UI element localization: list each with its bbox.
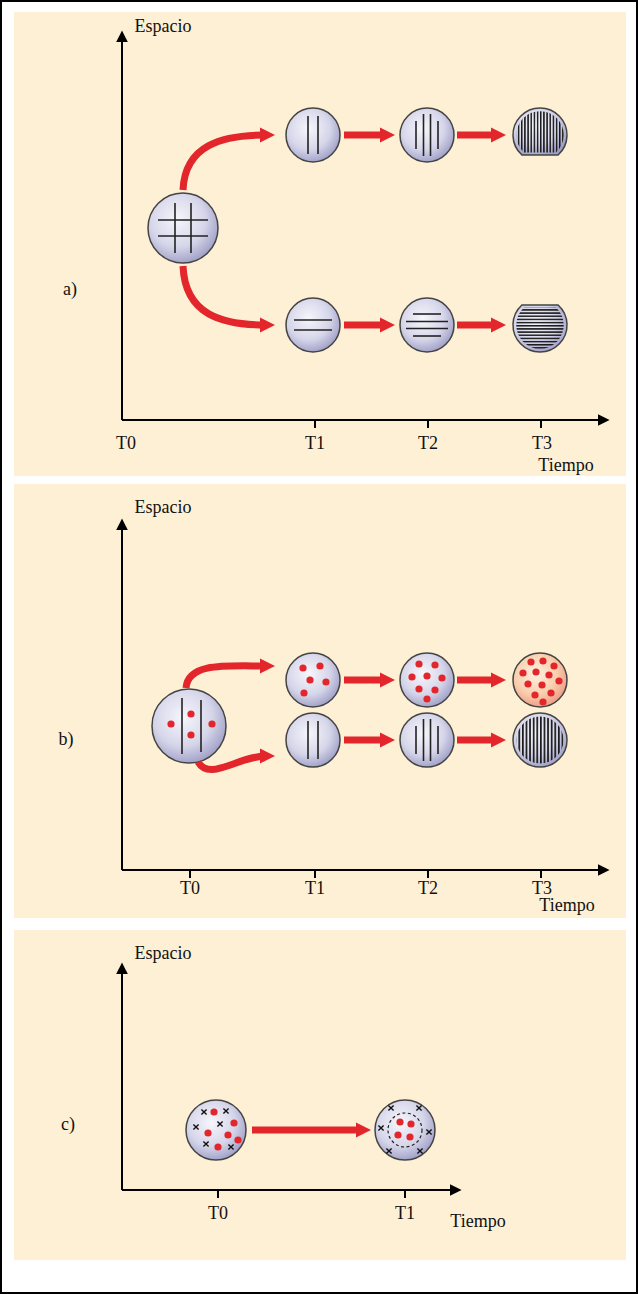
diagram-panel: Espacio a) T0 T1 T2 T3Tiempo (14, 12, 626, 476)
red-arrows (252, 1127, 362, 1134)
axis-title: Tiempo (539, 896, 594, 916)
wafer-striped (513, 305, 567, 352)
wafer-vertical (286, 713, 340, 767)
wafer-vertical (286, 108, 340, 162)
wafer-horizontal (400, 298, 454, 352)
axes (122, 972, 452, 1198)
wafer-lines-dots (152, 689, 226, 763)
tick-label: T1 (305, 434, 325, 454)
axis-title: Espacio (135, 498, 192, 518)
tick-label: T0 (116, 434, 136, 454)
axis-title: Espacio (135, 944, 192, 964)
wafer-vertical (400, 713, 454, 767)
panel-letter: c) (61, 1115, 75, 1135)
axes (122, 528, 600, 878)
panel-letter: b) (59, 730, 74, 750)
panel-ground (14, 930, 626, 1260)
wafer-dots-dense (513, 653, 567, 707)
wafer-separated (375, 1100, 435, 1160)
axis-title: Espacio (135, 17, 192, 37)
wafer-dots (286, 653, 340, 707)
tick-label: T1 (395, 1204, 415, 1224)
tick-label: T1 (305, 879, 325, 899)
wafer-grid (148, 193, 218, 263)
wafer-striped (513, 713, 567, 767)
axes (122, 40, 600, 428)
axis-title: Tiempo (538, 456, 593, 476)
diagram-panel: Espacio c) T0 T1 Tiempo (14, 930, 626, 1260)
wafer-striped (513, 108, 567, 155)
tick-label: T2 (418, 434, 438, 454)
panel-ground (14, 484, 626, 918)
panel-letter: a) (63, 280, 77, 300)
diagram-panel: Espaciob)T0T1T2T3Tiempo (14, 484, 626, 918)
tick-label: T0 (180, 879, 200, 899)
tick-label: T0 (208, 1204, 228, 1224)
wafer-dots (400, 653, 454, 707)
tick-label: T2 (418, 879, 438, 899)
wafer-mixed (186, 1100, 246, 1160)
panel-ground (14, 12, 626, 476)
wafer-horizontal (286, 298, 340, 352)
wafer-vertical (400, 108, 454, 162)
red-arrows (183, 135, 497, 325)
axis-title: Tiempo (450, 1212, 505, 1232)
tick-label: T3 (532, 434, 552, 454)
